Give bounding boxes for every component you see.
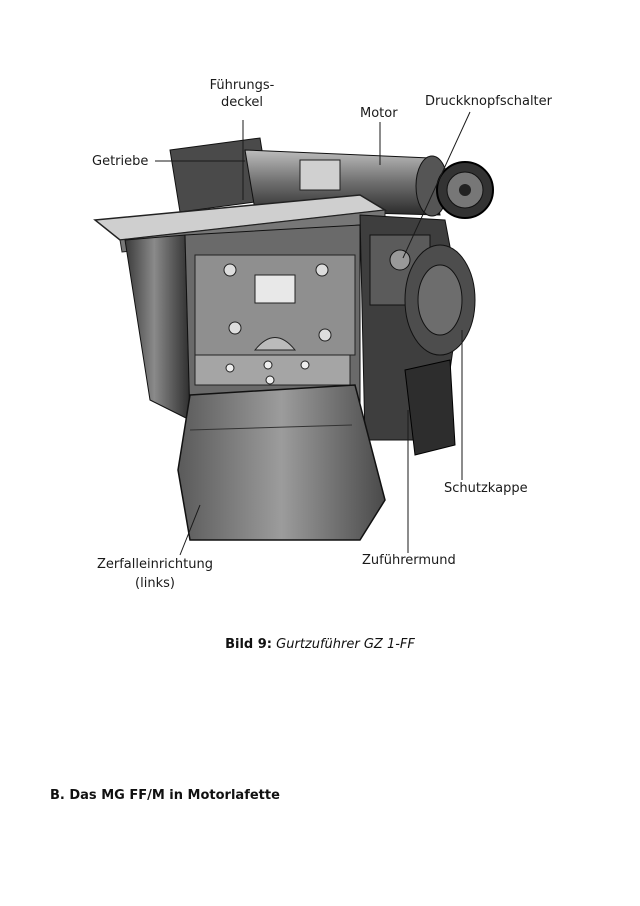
label-zerfalleinrichtung-line1: Zerfalleinrichtung	[96, 557, 214, 572]
label-zerfalleinrichtung-line2: (links)	[135, 576, 175, 591]
caption-number: Bild 9:	[225, 637, 273, 652]
figure-caption: Bild 9: Gurtzuführer GZ 1-FF	[0, 637, 640, 652]
machine-illustration	[93, 111, 494, 556]
label-fuehrungsdeckel-line1: Führungs-	[209, 78, 275, 93]
section-heading: B. Das MG FF/M in Motorlafette	[50, 788, 280, 803]
label-schutzkappe: Schutzkappe	[444, 481, 528, 496]
figure-photo: Führungs- deckel Motor Druckknopfschalte…	[92, 78, 552, 591]
caption-title: Gurtzuführer GZ 1-FF	[276, 637, 415, 652]
label-getriebe: Getriebe	[92, 154, 149, 169]
label-motor: Motor	[360, 106, 398, 121]
label-zufuehrermund: Zuführermund	[362, 553, 456, 568]
label-fuehrungsdeckel-line2: deckel	[220, 95, 264, 110]
label-druckknopfschalter: Druckknopfschalter	[425, 94, 552, 109]
